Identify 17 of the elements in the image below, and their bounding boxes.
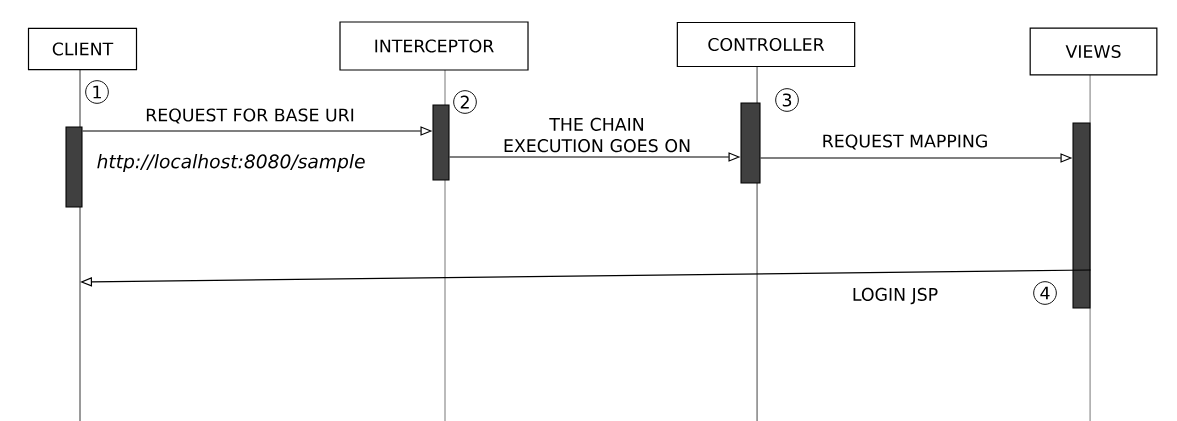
participant-box: INTERCEPTOR <box>339 21 529 71</box>
participant-box: CONTROLLER <box>676 21 856 68</box>
url-text: http://localhost:8080/sample <box>97 153 365 173</box>
activation-bar <box>432 104 450 181</box>
step-number: 4 <box>1033 281 1057 305</box>
message-label: REQUEST MAPPING <box>823 134 987 150</box>
activation-bar <box>65 126 83 208</box>
message-label: REQUEST FOR BASE URI <box>146 108 354 124</box>
activation-bar <box>1072 122 1091 309</box>
message-label: LOGIN JSP <box>853 287 938 305</box>
step-number: 1 <box>85 80 109 104</box>
step-number: 3 <box>775 88 799 112</box>
step-number: 2 <box>453 90 477 114</box>
participant-box: CLIENT <box>27 27 138 71</box>
message-label: THE CHAIN EXECUTION GOES ON <box>504 117 690 153</box>
participant-box: VIEWS <box>1029 27 1158 76</box>
activation-bar <box>740 102 761 184</box>
